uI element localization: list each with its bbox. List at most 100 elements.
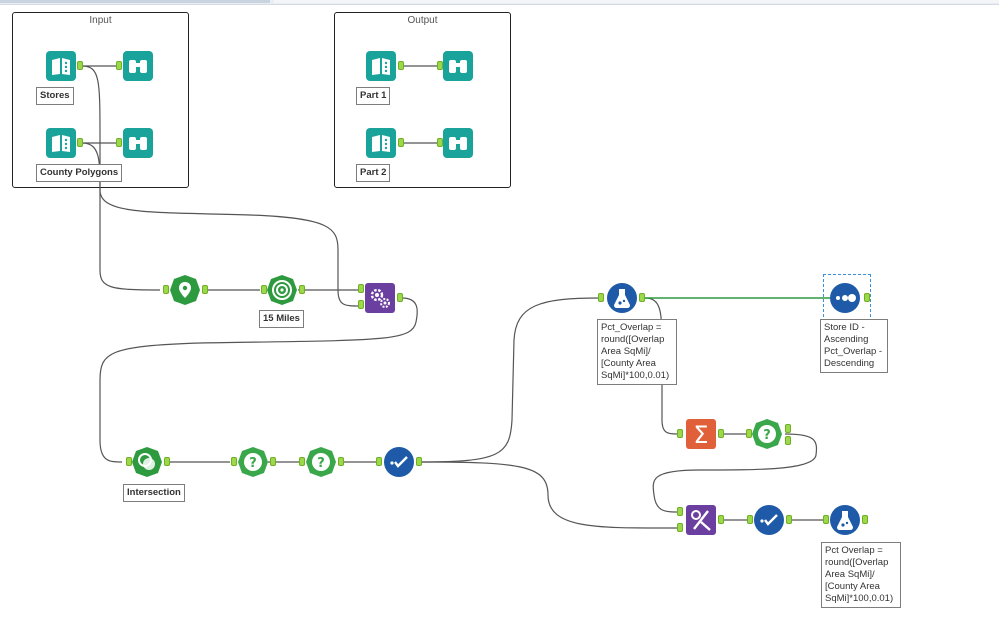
- input-anchor[interactable]: [261, 285, 267, 294]
- output-container[interactable]: Output: [334, 12, 511, 188]
- formula-tool-bottom[interactable]: [830, 505, 860, 535]
- filter-tool[interactable]: ?: [238, 447, 268, 477]
- tool-label-formula-bottom: Pct Overlap = round([Overlap Area SqMi]/…: [821, 542, 901, 608]
- target-icon: [267, 275, 297, 305]
- question-icon: ?: [306, 447, 336, 477]
- input-data-tool-stores[interactable]: [46, 51, 76, 81]
- tool-label-intersection: Intersection: [123, 484, 185, 502]
- formula-tool-top[interactable]: [607, 283, 637, 313]
- create-points-tool[interactable]: [170, 275, 200, 305]
- output-anchor[interactable]: [786, 515, 792, 524]
- output-anchor[interactable]: [718, 429, 724, 438]
- output-anchor[interactable]: [299, 285, 305, 294]
- select-tool[interactable]: [754, 505, 784, 535]
- percent-icon: [686, 505, 716, 535]
- filter-tool[interactable]: ?: [752, 419, 782, 449]
- tool-label-part-2: Part 2: [356, 164, 391, 182]
- input-anchor-left[interactable]: [677, 507, 683, 516]
- wire: [99, 297, 418, 463]
- wire: [81, 142, 361, 307]
- flask-icon: [607, 283, 637, 313]
- tab-strip-right: [274, 0, 999, 3]
- output-anchor[interactable]: [338, 457, 344, 466]
- wire: [652, 433, 818, 513]
- input-anchor[interactable]: [126, 457, 132, 466]
- spatial-match-tool[interactable]: [365, 283, 395, 313]
- input-anchor[interactable]: [677, 429, 683, 438]
- browse-tool[interactable]: [123, 51, 153, 81]
- browse-tool[interactable]: [443, 128, 473, 158]
- wire: [419, 461, 681, 529]
- binoculars-icon: [443, 51, 473, 81]
- container-title: Input: [89, 15, 112, 26]
- checkmark-icon: [754, 505, 784, 535]
- tool-label-part-1: Part 1: [356, 87, 391, 105]
- book-icon: [366, 128, 396, 158]
- tool-label-sort: Store ID - Ascending Pct_Overlap - Desce…: [820, 319, 888, 373]
- input-anchor[interactable]: [437, 138, 443, 147]
- output-anchor[interactable]: [202, 285, 208, 294]
- output-anchor[interactable]: [270, 457, 276, 466]
- input-anchor-target[interactable]: [358, 284, 364, 293]
- input-anchor-universe[interactable]: [358, 300, 364, 309]
- tool-label-stores: Stores: [36, 87, 74, 105]
- input-data-tool-part-2[interactable]: [366, 128, 396, 158]
- output-anchor[interactable]: [77, 61, 83, 70]
- input-anchor[interactable]: [116, 61, 122, 70]
- tab-strip-left[interactable]: [0, 0, 270, 3]
- dots-icon: [830, 283, 860, 313]
- book-icon: [46, 51, 76, 81]
- browse-tool[interactable]: [123, 128, 153, 158]
- input-anchor[interactable]: [299, 457, 305, 466]
- container-title: Output: [407, 15, 438, 26]
- input-anchor[interactable]: [823, 515, 829, 524]
- input-anchor[interactable]: [746, 429, 752, 438]
- output-anchor[interactable]: [864, 293, 870, 302]
- binoculars-icon: [123, 51, 153, 81]
- select-tool[interactable]: [384, 447, 414, 477]
- output-anchor[interactable]: [77, 138, 83, 147]
- output-anchor[interactable]: [639, 293, 645, 302]
- svg-text:?: ?: [763, 428, 771, 443]
- output-anchor[interactable]: [397, 293, 403, 302]
- gears-icon: [365, 283, 395, 313]
- input-anchor[interactable]: [376, 457, 382, 466]
- filter-tool[interactable]: ?: [306, 447, 336, 477]
- wire: [81, 65, 161, 291]
- svg-text:?: ?: [317, 456, 325, 471]
- output-anchor[interactable]: [164, 457, 170, 466]
- spatial-process-tool[interactable]: [132, 447, 162, 477]
- input-anchor[interactable]: [231, 457, 237, 466]
- input-anchor[interactable]: [598, 293, 604, 302]
- input-anchor[interactable]: [163, 285, 169, 294]
- input-anchor[interactable]: [747, 515, 753, 524]
- svg-text:Σ: Σ: [693, 421, 708, 449]
- output-anchor[interactable]: [718, 515, 724, 524]
- input-anchor-right[interactable]: [677, 523, 683, 532]
- binoculars-icon: [123, 128, 153, 158]
- output-anchor[interactable]: [862, 515, 868, 524]
- book-icon: [46, 128, 76, 158]
- output-anchor[interactable]: [398, 61, 404, 70]
- summarize-tool[interactable]: Σ: [686, 419, 716, 449]
- checkmark-icon: [384, 447, 414, 477]
- question-icon: ?: [752, 419, 782, 449]
- input-data-tool-county-polygons[interactable]: [46, 128, 76, 158]
- input-data-tool-part-1[interactable]: [366, 51, 396, 81]
- window-top-bar: [0, 0, 999, 5]
- browse-tool[interactable]: [443, 51, 473, 81]
- sort-tool[interactable]: [830, 283, 860, 313]
- input-anchor[interactable]: [116, 138, 122, 147]
- output-anchor[interactable]: [785, 424, 791, 433]
- book-icon: [366, 51, 396, 81]
- wire: [419, 297, 601, 463]
- output-anchor-false[interactable]: [785, 436, 791, 445]
- output-anchor[interactable]: [416, 457, 422, 466]
- join-tool[interactable]: [686, 505, 716, 535]
- flask-icon: [830, 505, 860, 535]
- input-anchor[interactable]: [437, 61, 443, 70]
- output-anchor[interactable]: [398, 138, 404, 147]
- trade-area-tool[interactable]: [267, 275, 297, 305]
- intersect-icon: [132, 447, 162, 477]
